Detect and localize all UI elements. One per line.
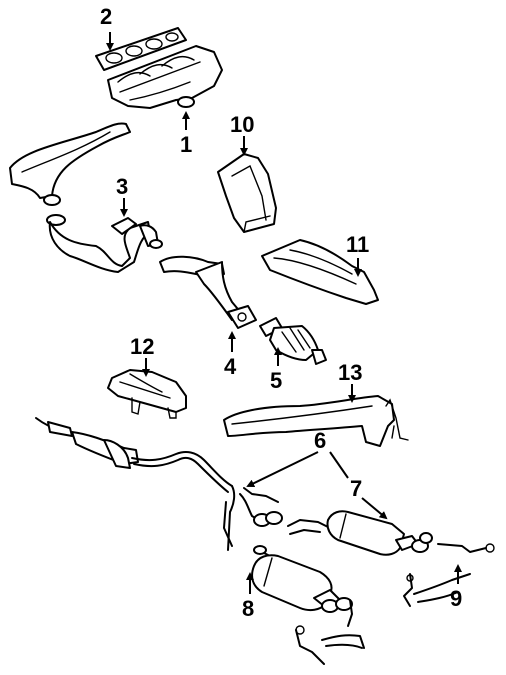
exhaust-manifold (107, 45, 223, 109)
callout-10: 10 (230, 112, 254, 137)
exhaust-hangers (295, 543, 495, 665)
callout-5: 5 (270, 368, 282, 393)
callout-13: 13 (338, 360, 362, 385)
resonator-pipe-assembly (35, 417, 283, 551)
catalytic-converter (259, 317, 327, 365)
callout-2: 2 (100, 4, 112, 29)
lower-converter-shield (107, 369, 187, 419)
tailpipe-muffler (251, 545, 353, 627)
upper-heat-shield (217, 153, 277, 233)
pipe-flange (227, 305, 257, 329)
crossover-pipe (9, 122, 131, 206)
callout-3: 3 (116, 174, 128, 199)
front-exhaust-pipe (46, 214, 163, 273)
callout-11: 11 (346, 232, 369, 257)
callout-labels: 2 1 3 10 11 12 4 5 13 6 7 8 9 (100, 4, 462, 621)
callout-8: 8 (242, 596, 254, 621)
leader-lines (106, 32, 462, 594)
callout-7: 7 (350, 476, 362, 501)
callout-4: 4 (224, 354, 237, 379)
intermediate-pipe (159, 255, 243, 321)
callout-6: 6 (314, 428, 326, 453)
rear-muffler (287, 510, 433, 556)
tailpipe-heat-shield (223, 395, 409, 447)
callout-1: 1 (180, 132, 192, 157)
callout-12: 12 (130, 334, 154, 359)
manifold-gasket (95, 27, 187, 71)
callout-9: 9 (450, 586, 462, 611)
converter-heat-shield (261, 239, 379, 305)
